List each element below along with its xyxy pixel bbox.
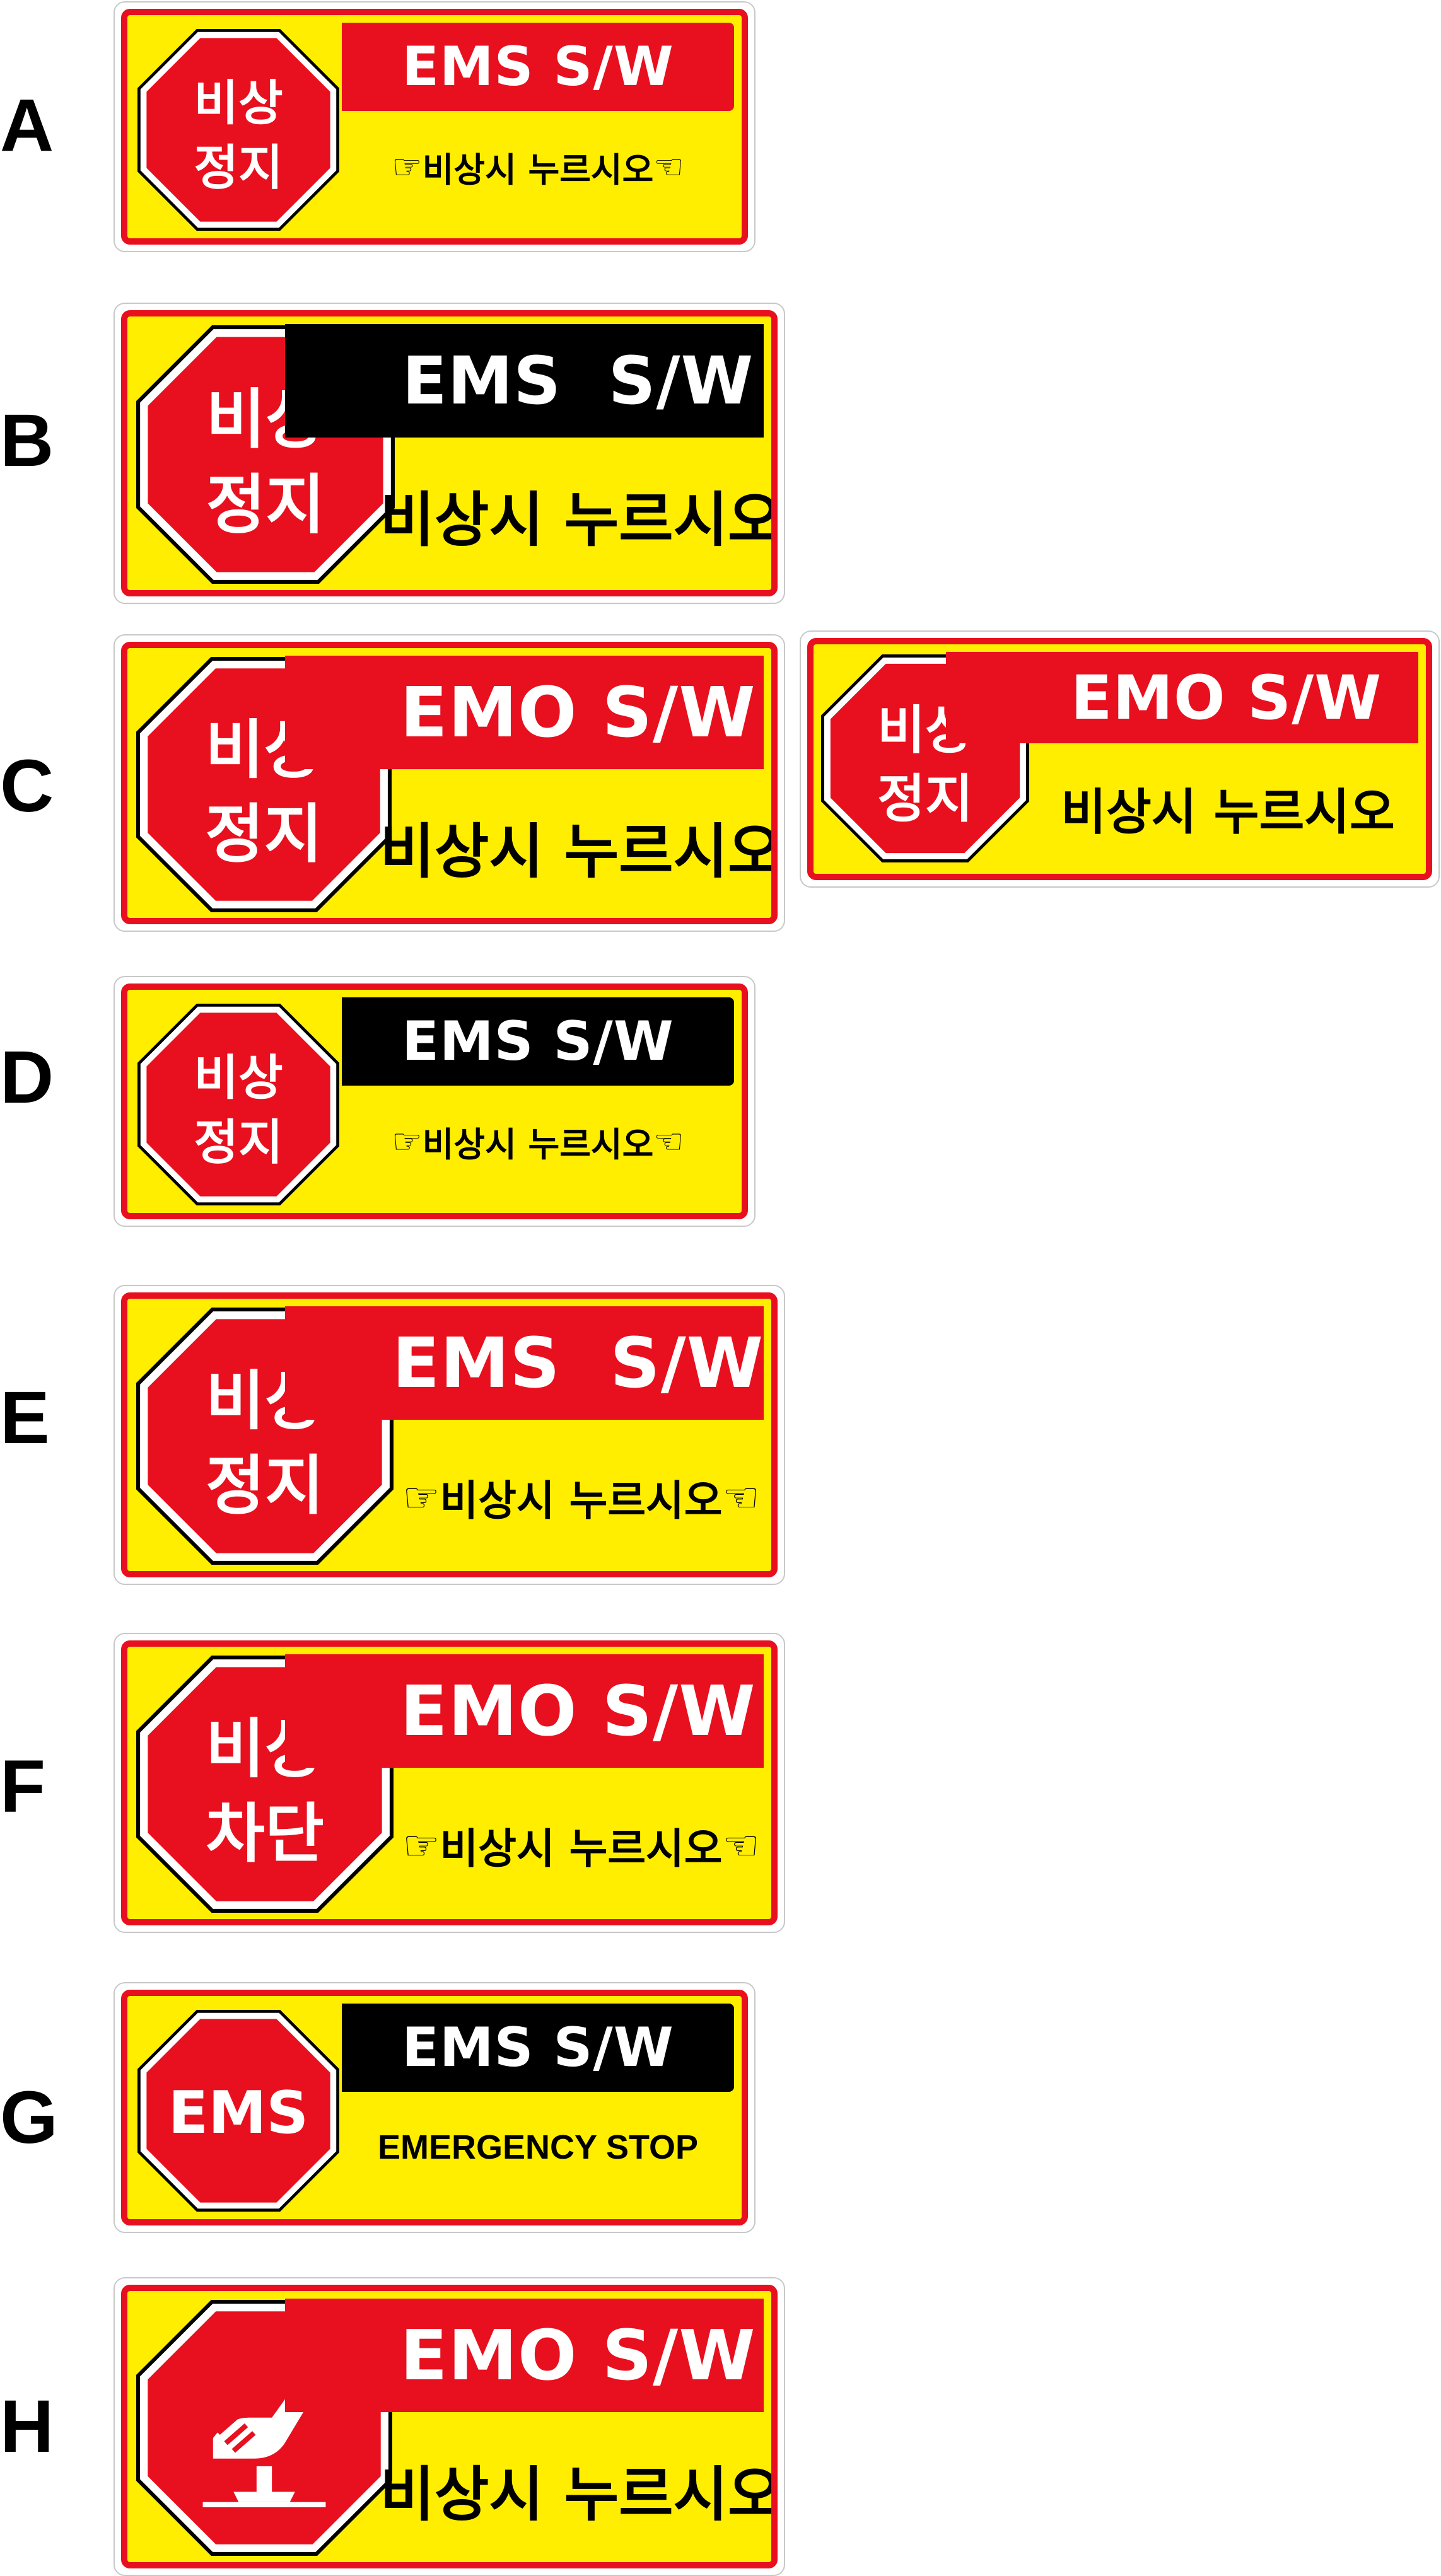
subtitle-text: 비상시 누르시오 bbox=[380, 486, 778, 555]
subtitle-text: 비상시 누르시오 bbox=[440, 1477, 723, 1525]
subtitle-text: 비상시 누르시오 bbox=[380, 2461, 778, 2529]
sign-subtitle: 비상시 누르시오 bbox=[380, 452, 771, 578]
sign-banner: EMO S/W bbox=[285, 2299, 764, 2412]
sign-subtitle: ☞ 비상시 누르시오 ☜ bbox=[399, 1782, 764, 1908]
stop-octagon: 비상 정지 bbox=[137, 29, 339, 231]
sign-banner: EMO S/W bbox=[285, 656, 764, 769]
hand-pointing-left-icon: ☜ bbox=[722, 1821, 760, 1870]
octagon-line-2: 차단 bbox=[206, 1797, 324, 1872]
stop-octagon: 비상 정지 bbox=[137, 1004, 339, 1205]
hand-pointing-left-icon: ☜ bbox=[653, 1121, 684, 1161]
octagon-line-2: 정지 bbox=[194, 140, 283, 196]
sign-plate: 비상 정지 EMS S/W ☞ 비상시 누르시오 ☜ bbox=[121, 1292, 778, 1577]
sign-e: 비상 정지 EMS S/W ☞ 비상시 누르시오 ☜ bbox=[114, 1285, 785, 1585]
banner-text: EMS S/W bbox=[402, 1010, 674, 1073]
octagon-line-2: 정지 bbox=[205, 797, 322, 871]
sign-banner: EMS S/W bbox=[285, 1306, 764, 1420]
subtitle-text: 비상시 누르시오 bbox=[380, 818, 778, 886]
stop-octagon: EMS bbox=[137, 2010, 339, 2212]
sign-plate: 비상 정지 EMS S/W ☞ 비상시 누르시오 ☜ bbox=[121, 983, 748, 1219]
subtitle-text: 비상시 누르시오 bbox=[422, 1124, 654, 1164]
sign-subtitle: ☞ 비상시 누르시오 ☜ bbox=[399, 1434, 764, 1560]
row-letter-d: D bbox=[0, 1036, 54, 1119]
banner-text: EMO S/W bbox=[400, 1671, 756, 1751]
banner-text: EMS S/W bbox=[402, 35, 674, 98]
banner-text: EMO S/W bbox=[1070, 662, 1382, 733]
octagon-line-1: EMS bbox=[168, 2079, 309, 2147]
sign-banner: EMO S/W bbox=[946, 652, 1418, 743]
sign-plate: 비상 차단 EMO S/W ☞ 비상시 누르시오 ☜ bbox=[121, 1640, 778, 1925]
octagon-line-1: 비상 bbox=[194, 76, 283, 132]
sign-g: EMS EMS S/W EMERGENCY STOP bbox=[114, 1982, 756, 2233]
row-letter-f: F bbox=[0, 1745, 46, 1828]
sign-plate: 비상 정지 EMS S/W 비상시 누르시오 bbox=[121, 310, 778, 596]
sign-f: 비상 차단 EMO S/W ☞ 비상시 누르시오 ☜ bbox=[114, 1633, 785, 1933]
row-letter-a: A bbox=[0, 84, 54, 167]
octagon-line-1: 비상 bbox=[194, 1050, 283, 1106]
banner-text: EMS S/W bbox=[402, 2016, 674, 2079]
sign-plate: 비상 정지 EMS S/W ☞ 비상시 누르시오 ☜ bbox=[121, 9, 748, 245]
row-letter-g: G bbox=[0, 2076, 58, 2159]
row-letter-e: E bbox=[0, 1376, 50, 1459]
sign-h: EMO S/W 비상시 누르시오 bbox=[114, 2277, 785, 2576]
row-letter-b: B bbox=[0, 399, 54, 482]
banner-text: EMO S/W bbox=[400, 672, 756, 753]
hand-pointing-left-icon: ☜ bbox=[653, 146, 684, 187]
sign-banner: EMO S/W bbox=[285, 1654, 764, 1768]
sign-banner: EMS S/W bbox=[342, 23, 734, 111]
sign-b: 비상 정지 EMS S/W 비상시 누르시오 bbox=[114, 303, 785, 604]
sign-subtitle: 비상시 누르시오 bbox=[380, 2427, 771, 2553]
sign-c: 비상 정지 EMO S/W 비상시 누르시오 bbox=[114, 634, 785, 932]
hand-pointing-right-icon: ☞ bbox=[392, 146, 423, 187]
hand-pointing-right-icon: ☞ bbox=[402, 1821, 440, 1870]
sign-subtitle: EMERGENCY STOP bbox=[342, 2106, 734, 2188]
subtitle-text: 비상시 누르시오 bbox=[1061, 784, 1395, 841]
subtitle-text: 비상시 누르시오 bbox=[440, 1825, 723, 1873]
hand-pointing-right-icon: ☞ bbox=[392, 1121, 423, 1161]
sign-a: 비상 정지 EMS S/W ☞ 비상시 누르시오 ☜ bbox=[114, 1, 756, 252]
sign-banner: EMS S/W bbox=[342, 2004, 734, 2092]
sign-plate: 비상 정지 EMO S/W 비상시 누르시오 bbox=[807, 638, 1432, 880]
subtitle-text: 비상시 누르시오 bbox=[422, 149, 654, 190]
hand-pointing-left-icon: ☜ bbox=[722, 1473, 760, 1522]
octagon-line-2: 정지 bbox=[194, 1115, 283, 1171]
sign-c-variant: 비상 정지 EMO S/W 비상시 누르시오 bbox=[800, 630, 1440, 888]
sign-subtitle: 비상시 누르시오 bbox=[1037, 758, 1418, 859]
sign-plate: EMO S/W 비상시 누르시오 bbox=[121, 2285, 778, 2568]
octagon-line-2: 정지 bbox=[206, 1449, 324, 1524]
sign-subtitle: ☞ 비상시 누르시오 ☜ bbox=[342, 125, 734, 207]
row-letter-h: H bbox=[0, 2385, 54, 2468]
row-letter-c: C bbox=[0, 745, 54, 828]
sign-plate: 비상 정지 EMO S/W 비상시 누르시오 bbox=[121, 642, 778, 924]
octagon-line-2: 정지 bbox=[877, 769, 973, 829]
sign-plate: EMS EMS S/W EMERGENCY STOP bbox=[121, 1990, 748, 2225]
sign-banner: EMS S/W bbox=[285, 324, 764, 438]
octagon-line-2: 정지 bbox=[206, 468, 325, 543]
banner-text: EMO S/W bbox=[400, 2315, 756, 2396]
banner-text: EMS S/W bbox=[402, 342, 754, 419]
subtitle-text: EMERGENCY STOP bbox=[377, 2128, 699, 2166]
sign-subtitle: 비상시 누르시오 bbox=[380, 784, 771, 910]
sign-banner: EMS S/W bbox=[342, 997, 734, 1086]
banner-text: EMS S/W bbox=[392, 1323, 764, 1403]
sign-d: 비상 정지 EMS S/W ☞ 비상시 누르시오 ☜ bbox=[114, 976, 756, 1227]
hand-pointing-right-icon: ☞ bbox=[402, 1473, 440, 1522]
sign-subtitle: ☞ 비상시 누르시오 ☜ bbox=[342, 1100, 734, 1182]
